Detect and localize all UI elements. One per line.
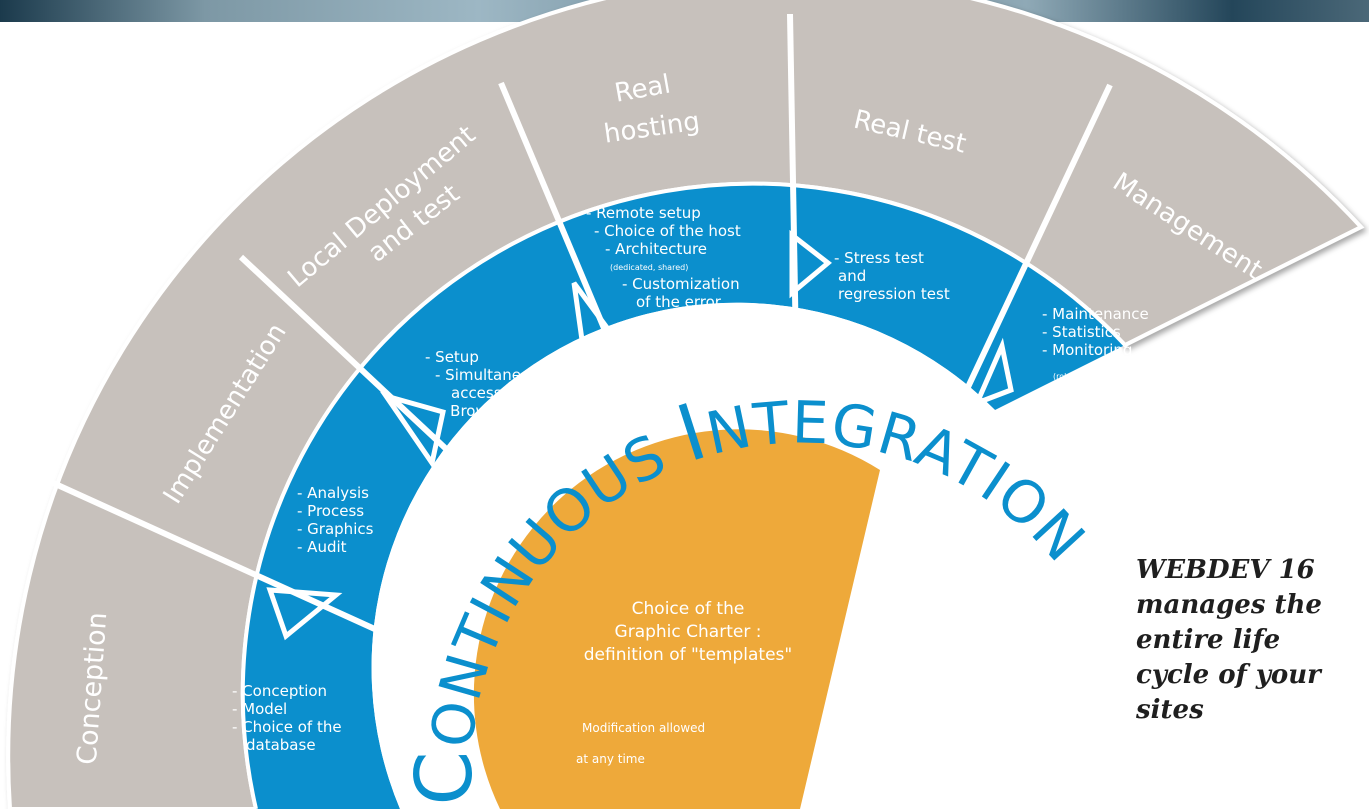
divider-3 xyxy=(498,81,651,435)
implementation-item: - Audit xyxy=(297,538,347,556)
arrow-1-icon xyxy=(266,587,343,641)
divider-5 xyxy=(942,83,1113,438)
conception-item: - Model xyxy=(232,700,287,718)
conception-item: - Choice of the xyxy=(232,718,342,736)
local-deployment-item: - Browser tests xyxy=(440,402,553,420)
management-note: (robot) xyxy=(1053,372,1080,381)
arrow-4-icon xyxy=(789,229,832,299)
caption-line: WEBDEV 16 xyxy=(1136,555,1315,585)
real-hosting-item: messages xyxy=(650,311,725,329)
implementation-item: - Process xyxy=(297,502,364,520)
conception-item: - Conception xyxy=(232,682,327,700)
divider-4 xyxy=(787,13,800,407)
local-deployment-note: (IE, FF, Chrome, ...) xyxy=(468,432,545,441)
local-deployment-item: access xyxy=(451,384,502,402)
caption-line: manages the xyxy=(1136,590,1322,620)
real-test-item: and xyxy=(838,267,866,285)
caption: WEBDEV 16 manages the entire life cycle … xyxy=(1136,553,1361,728)
blue-ring xyxy=(242,183,1125,809)
caption-line: entire life xyxy=(1136,625,1281,655)
arrow-2-icon xyxy=(380,391,446,470)
caption-line: sites xyxy=(1136,695,1204,725)
real-hosting-item: - Remote setup xyxy=(586,204,701,222)
hub-subline: Modification allowed xyxy=(582,721,705,735)
real-test-item: - Stress test xyxy=(834,249,924,267)
real-hosting-note: (dedicated, shared) xyxy=(610,263,688,272)
arrow-5-icon xyxy=(972,337,1014,408)
caption-line: cycle of your xyxy=(1136,660,1321,690)
management-item: - Monitoring xyxy=(1042,341,1132,359)
real-test-item: regression test xyxy=(838,285,950,303)
hub-line: definition of "templates" xyxy=(584,645,792,665)
real-hosting-item: - Architecture xyxy=(605,240,707,258)
real-hosting-item: - Customization xyxy=(622,275,740,293)
conception-item: database xyxy=(246,736,316,754)
management-item: - Maintenance xyxy=(1042,305,1149,323)
local-deployment-item: - Setup xyxy=(425,348,479,366)
hub-subline: at any time xyxy=(576,752,645,766)
implementation-item: - Analysis xyxy=(297,484,369,502)
continuous-integration-ring xyxy=(371,302,996,809)
arrow-3-icon xyxy=(571,281,628,352)
ci-initial-c: C xyxy=(400,749,491,806)
divider-2 xyxy=(238,254,523,521)
local-deployment-item: - Simultaneous xyxy=(435,366,548,384)
graphic-charter-hub xyxy=(473,429,880,809)
real-hosting-item: of the error xyxy=(636,293,722,311)
divider-1 xyxy=(38,474,434,658)
hub-line: Choice of the xyxy=(632,599,745,619)
hub-line: Graphic Charter : xyxy=(615,622,762,642)
real-hosting-item: - Saas xyxy=(655,329,701,347)
management-item: - Statistics xyxy=(1042,323,1121,341)
real-hosting-item: - Choice of the host xyxy=(594,222,741,240)
implementation-item: - Graphics xyxy=(297,520,374,538)
gray-inner-rim xyxy=(240,181,1127,809)
